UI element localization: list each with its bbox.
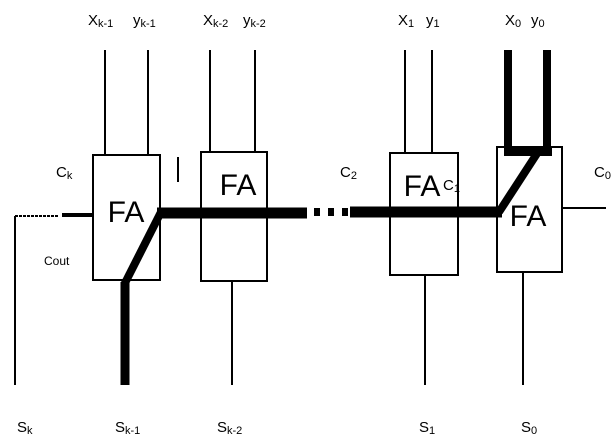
input-label-x-k-2: Xk-2 <box>203 12 228 30</box>
input-label-x-1: X1 <box>398 12 414 30</box>
full-adder-label-k-2: FA <box>220 169 257 202</box>
full-adder-label-1: FA <box>404 170 441 203</box>
ellipsis-dot-3 <box>342 208 348 216</box>
full-adder-label-0: FA <box>510 200 547 233</box>
input-label-y-0: y0 <box>531 12 545 30</box>
sum-label-sk-2: Sk-2 <box>217 419 242 437</box>
full-adder-label-k-1: FA <box>108 196 145 229</box>
carry-label-c0: C0 <box>594 164 611 182</box>
carry-label-cout: Cout <box>44 254 70 268</box>
ellipsis-dot-2 <box>328 208 334 216</box>
input-label-y-k-1: yk-1 <box>133 12 156 30</box>
sum-label-sk-1: Sk-1 <box>115 419 140 437</box>
critical-path-diagonal-fa-k-1 <box>120 210 165 287</box>
ellipsis-dot-1 <box>314 208 320 216</box>
input-label-y-1: y1 <box>426 12 440 30</box>
input-label-x-0: X0 <box>505 12 521 30</box>
sum-label-s1: S1 <box>419 419 435 437</box>
input-label-y-k-2: yk-2 <box>243 12 266 30</box>
carry-label-ck: Ck <box>56 164 73 182</box>
carry-label-c1: C1 <box>443 177 460 195</box>
carry-label-c2: C2 <box>340 164 357 182</box>
critical-path-diagonal-fa0 <box>495 149 542 215</box>
sum-label-s0: S0 <box>521 419 537 437</box>
sum-label-sk: Sk <box>17 419 33 437</box>
input-label-x-k-1: Xk-1 <box>88 12 113 30</box>
